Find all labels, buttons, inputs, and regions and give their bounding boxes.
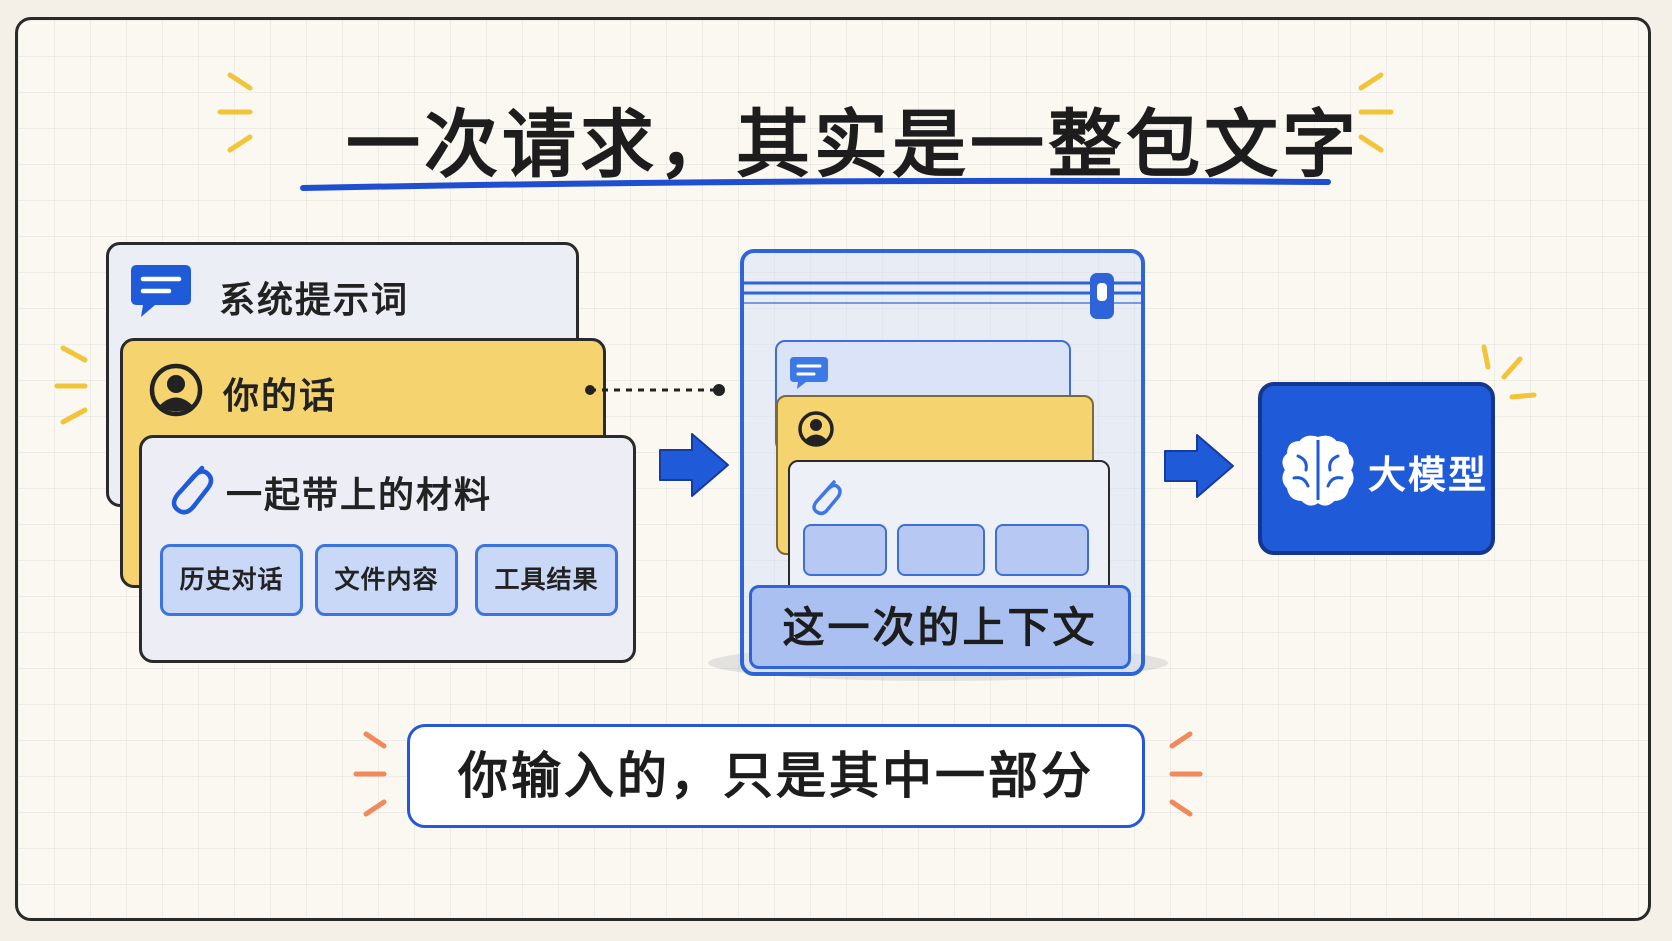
brain-icon	[1282, 435, 1354, 506]
materials-card: 一起带上的材料 历史对话 文件内容 工具结果	[139, 435, 636, 663]
bag-label: 这一次的上下文	[782, 603, 1098, 652]
bottom-sparkle-right	[1169, 731, 1203, 817]
materials-label: 一起带上的材料	[226, 475, 493, 516]
bottom-sparkle-left	[353, 731, 387, 817]
chip-tool: 工具结果	[475, 544, 618, 616]
system-prompt-label: 系统提示词	[219, 280, 410, 321]
bag-chip-1	[803, 524, 887, 576]
chat-bubble-icon	[131, 265, 191, 317]
bag-chip-2	[897, 524, 985, 576]
title-sparkle-left	[217, 72, 253, 153]
canvas-frame: 一次请求，其实是一整包文字 系统提示词	[15, 17, 1651, 921]
arrow-right-icon	[1164, 434, 1234, 498]
model-sparkle	[1481, 344, 1537, 400]
page-title: 一次请求，其实是一整包文字	[346, 102, 1360, 188]
left-sparkle	[54, 345, 88, 425]
bag-label-panel: 这一次的上下文	[749, 585, 1131, 669]
model-label: 大模型	[1368, 453, 1489, 497]
chip-history: 历史对话	[160, 544, 303, 616]
bag-zipper	[744, 273, 1141, 319]
user-icon	[798, 411, 834, 447]
bottom-note: 你输入的，只是其中一部分	[458, 747, 1094, 805]
bag-chip-3	[995, 524, 1089, 576]
paperclip-icon	[812, 480, 842, 516]
bottom-note-box: 你输入的，只是其中一部分	[407, 724, 1145, 828]
arrow-right-icon	[659, 433, 729, 497]
paperclip-icon	[171, 465, 214, 515]
your-words-label: 你的话	[223, 376, 338, 417]
chat-bubble-icon	[790, 357, 828, 389]
chip-file: 文件内容	[315, 544, 458, 616]
model-box: 大模型	[1258, 382, 1495, 555]
title-sparkle-right	[1358, 72, 1394, 153]
user-icon	[149, 363, 203, 417]
bag-card-materials	[788, 460, 1110, 600]
